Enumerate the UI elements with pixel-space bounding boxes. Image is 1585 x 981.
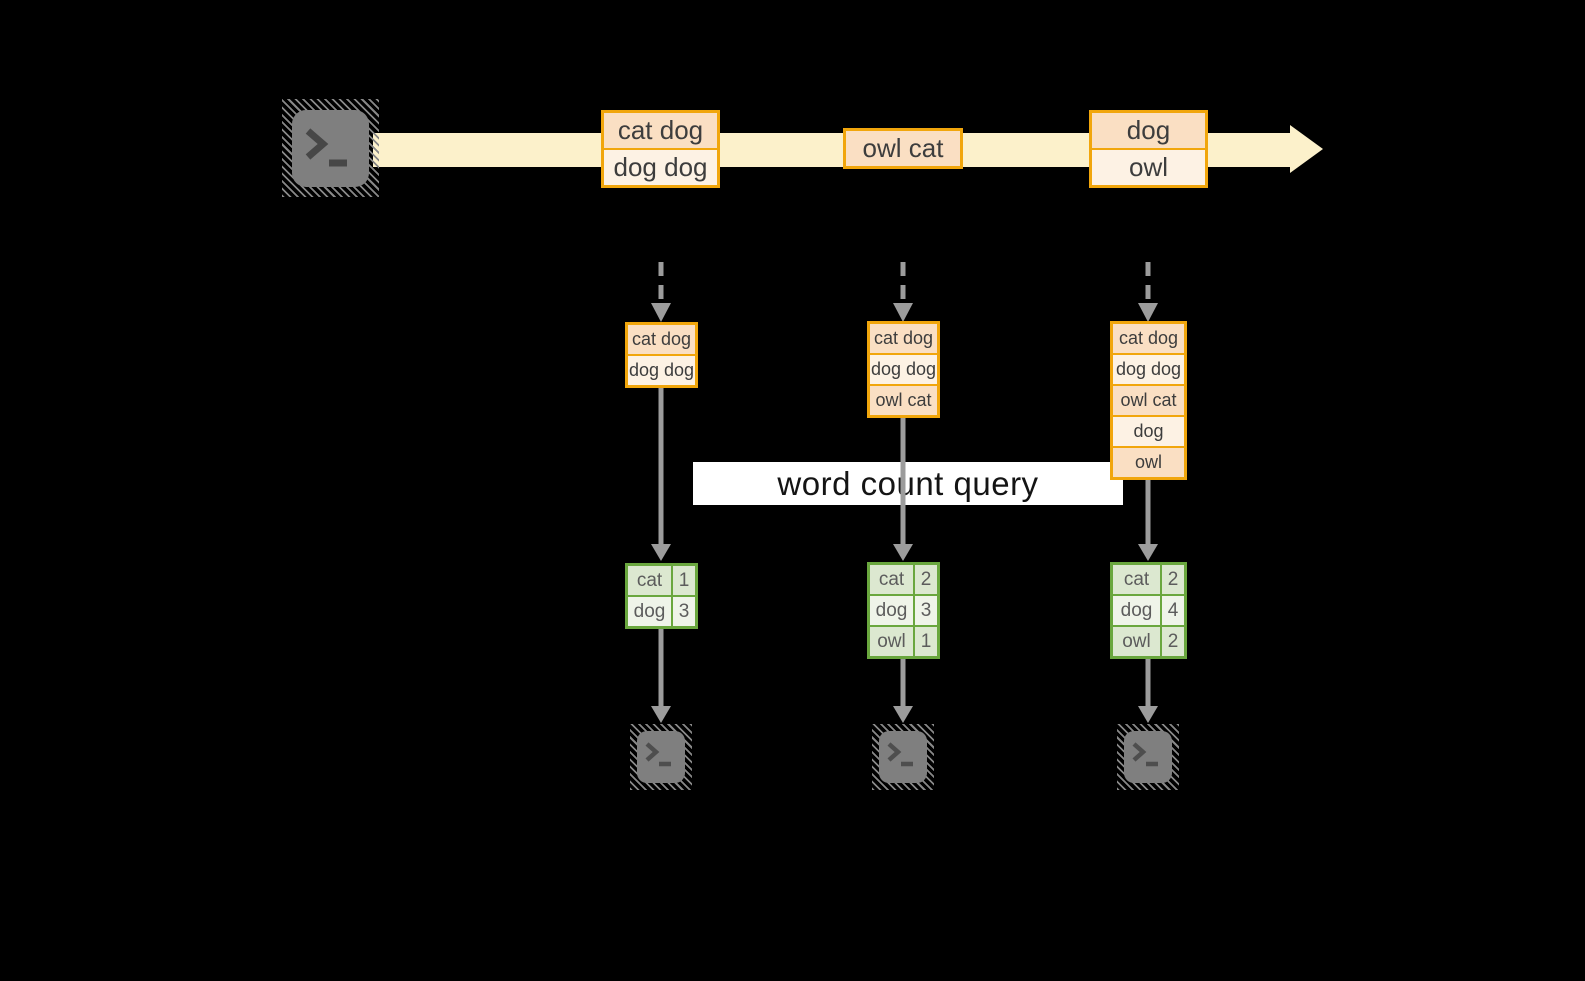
stack-cell: dog dog bbox=[870, 355, 937, 384]
event-cell: cat dog bbox=[604, 113, 717, 148]
count-word: cat bbox=[870, 565, 913, 594]
count-value: 4 bbox=[1162, 596, 1184, 625]
count-value: 2 bbox=[1162, 627, 1184, 656]
connector-stack-to-table-col3 bbox=[1138, 478, 1158, 561]
terminal-output-icon-col1 bbox=[630, 724, 692, 790]
count-word: owl bbox=[870, 627, 913, 656]
count-table-col1: cat 1 dog 3 bbox=[625, 563, 698, 629]
count-value: 1 bbox=[915, 627, 937, 656]
count-value: 1 bbox=[673, 566, 695, 595]
dashed-arrow-col2 bbox=[893, 262, 913, 322]
terminal-prompt-glyph bbox=[305, 128, 347, 167]
stack-cell: owl bbox=[1113, 448, 1184, 477]
count-value: 2 bbox=[1162, 565, 1184, 594]
count-word: cat bbox=[628, 566, 671, 595]
terminal-output-icon-col2 bbox=[872, 724, 934, 790]
stack-cell: owl cat bbox=[1113, 386, 1184, 415]
event-cell: owl bbox=[1092, 150, 1205, 185]
count-value: 3 bbox=[673, 597, 695, 626]
dashed-arrow-col3 bbox=[1138, 262, 1158, 322]
stream-event-box-1: cat dog dog dog bbox=[601, 110, 720, 188]
connector-stack-to-table-col1 bbox=[651, 386, 671, 561]
count-word: cat bbox=[1113, 565, 1160, 594]
stack-cell: owl cat bbox=[870, 386, 937, 415]
connector-table-to-terminal-col3 bbox=[1138, 659, 1158, 723]
stream-arrowhead-icon bbox=[1290, 125, 1323, 173]
stack-cell: cat dog bbox=[1113, 324, 1184, 353]
terminal-source-icon bbox=[282, 99, 379, 197]
count-word: dog bbox=[1113, 596, 1160, 625]
stack-cell: dog dog bbox=[628, 356, 695, 385]
query-label-band: word count query bbox=[693, 462, 1123, 505]
stack-cell: dog bbox=[1113, 417, 1184, 446]
stream-event-box-3: dog owl bbox=[1089, 110, 1208, 188]
count-table-col3: cat 2 dog 4 owl 2 bbox=[1110, 562, 1187, 659]
stack-cell: cat dog bbox=[870, 324, 937, 353]
terminal-prompt-glyph bbox=[645, 742, 671, 767]
input-stack-col2: cat dog dog dog owl cat bbox=[867, 321, 940, 418]
query-label: word count query bbox=[777, 464, 1039, 502]
event-cell: owl cat bbox=[846, 131, 960, 166]
count-value: 2 bbox=[915, 565, 937, 594]
event-cell: dog bbox=[1092, 113, 1205, 148]
stream-event-box-2: owl cat bbox=[843, 128, 963, 169]
terminal-prompt-glyph bbox=[1132, 742, 1158, 767]
terminal-prompt-glyph bbox=[887, 742, 913, 767]
input-stack-col1: cat dog dog dog bbox=[625, 322, 698, 388]
count-value: 3 bbox=[915, 596, 937, 625]
count-word: dog bbox=[628, 597, 671, 626]
count-word: owl bbox=[1113, 627, 1160, 656]
connector-table-to-terminal-col1 bbox=[651, 629, 671, 723]
dashed-arrow-col1 bbox=[651, 262, 671, 322]
terminal-output-icon-col3 bbox=[1117, 724, 1179, 790]
connector-table-to-terminal-col2 bbox=[893, 659, 913, 723]
count-word: dog bbox=[870, 596, 913, 625]
stack-cell: cat dog bbox=[628, 325, 695, 354]
connector-stack-to-table-col2 bbox=[893, 416, 913, 561]
count-table-col2: cat 2 dog 3 owl 1 bbox=[867, 562, 940, 659]
input-stack-col3: cat dog dog dog owl cat dog owl bbox=[1110, 321, 1187, 480]
event-cell: dog dog bbox=[604, 150, 717, 185]
stack-cell: dog dog bbox=[1113, 355, 1184, 384]
